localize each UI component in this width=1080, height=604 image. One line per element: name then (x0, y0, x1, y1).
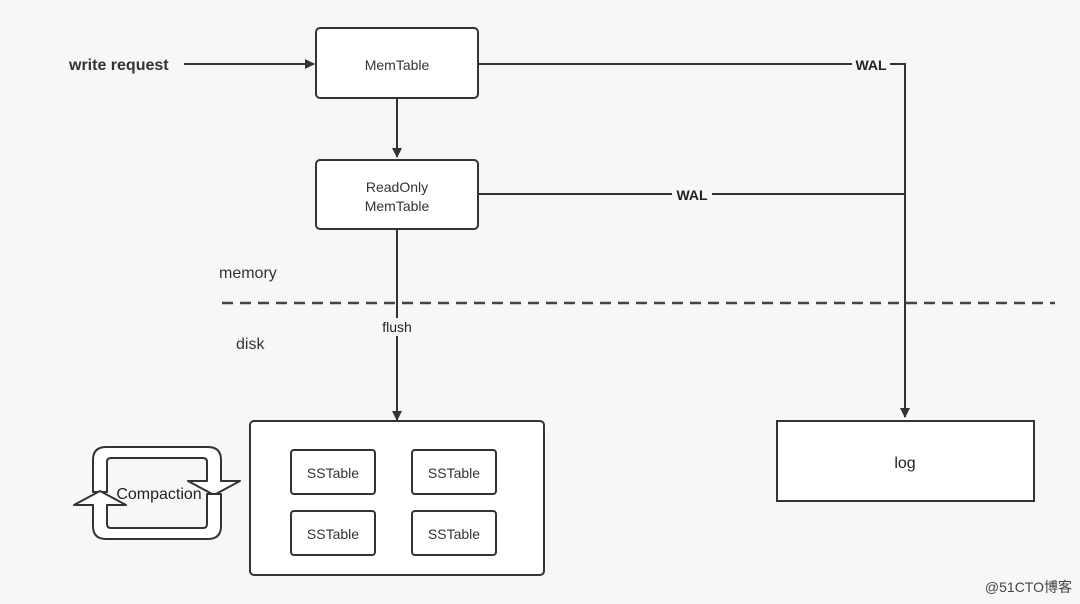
write-request-label: write request (68, 57, 169, 74)
flush-label-bg (378, 318, 416, 336)
wal-mid-label-bg (672, 186, 712, 204)
sstable-label: SSTable (428, 465, 480, 481)
wal-mid-label: WAL (676, 187, 708, 203)
memtable-box[interactable]: MemTable (315, 27, 479, 99)
readonly-memtable-box[interactable]: ReadOnly MemTable (315, 159, 479, 230)
memory-label: memory (219, 265, 277, 282)
wal-top-label-bg (852, 56, 890, 74)
compaction-cycle-icon (73, 446, 241, 540)
flush-label: flush (382, 319, 412, 335)
wal-line-memtable (478, 63, 910, 418)
readonly-label-line1: ReadOnly (366, 179, 428, 195)
sstable-label: SSTable (307, 465, 359, 481)
readonly-label-line2: MemTable (365, 198, 430, 214)
log-box[interactable]: log (776, 420, 1035, 502)
memtable-label: MemTable (365, 57, 430, 73)
watermark-text: @51CTO博客 (985, 579, 1072, 595)
disk-label: disk (236, 336, 265, 353)
sstable-box[interactable]: SSTable (411, 449, 497, 495)
compaction-label: Compaction (116, 486, 201, 503)
sstable-box[interactable]: SSTable (411, 510, 497, 556)
log-label: log (894, 455, 915, 472)
sstable-label: SSTable (307, 526, 359, 542)
sstable-label: SSTable (428, 526, 480, 542)
sstable-box[interactable]: SSTable (290, 449, 376, 495)
wal-top-label: WAL (855, 57, 887, 73)
sstable-box[interactable]: SSTable (290, 510, 376, 556)
